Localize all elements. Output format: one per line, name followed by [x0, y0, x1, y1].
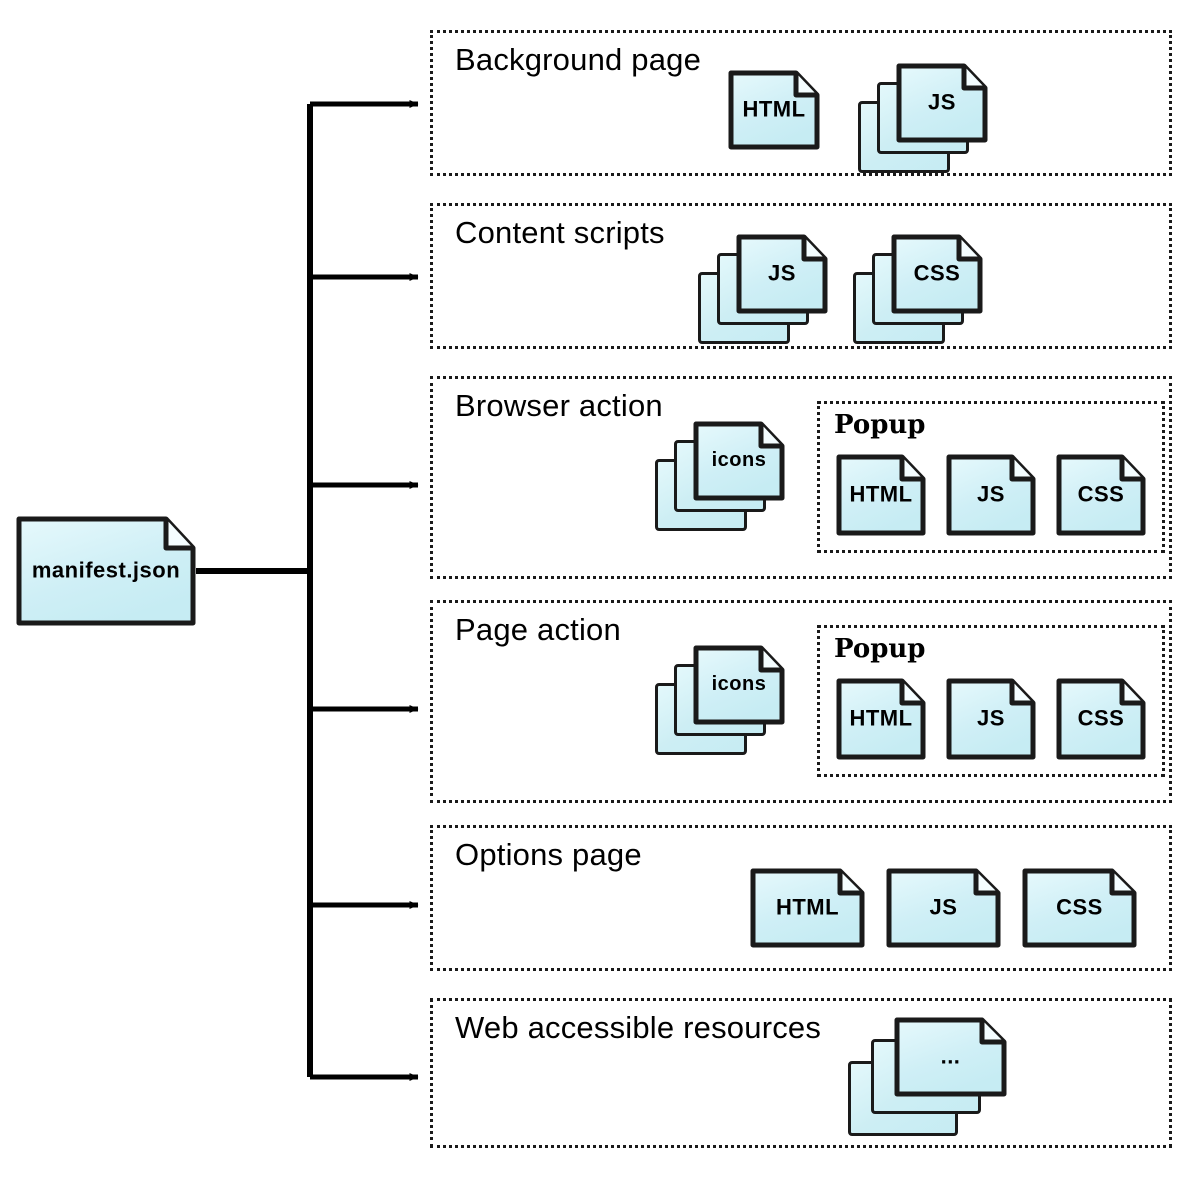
doc-css[interactable]: CSS [1056, 678, 1146, 760]
file-document-icon [894, 1017, 1007, 1097]
panel-web-accessible-resources[interactable]: Web accessible resources ... [430, 998, 1172, 1148]
doc-html[interactable]: HTML [836, 678, 926, 760]
doc-js[interactable]: JS [946, 678, 1036, 760]
doc-stack-icons[interactable]: icons [655, 645, 785, 755]
panel-title-web-accessible-resources: Web accessible resources [455, 1010, 822, 1045]
manifest-json-node[interactable]: manifest.json [16, 516, 196, 626]
group-title-popup: Popup [834, 410, 926, 440]
doc-stack-icons[interactable]: icons [655, 421, 785, 531]
doc-icons[interactable]: icons [693, 645, 785, 725]
file-document-icon [836, 678, 926, 760]
doc-icons[interactable]: icons [693, 421, 785, 501]
panel-title-options-page: Options page [455, 837, 642, 872]
file-document-icon [693, 645, 785, 725]
file-document-icon [1022, 868, 1137, 948]
file-document-icon [886, 868, 1001, 948]
file-document-icon [946, 678, 1036, 760]
group-popup-browser-action[interactable]: Popup HTML [817, 401, 1165, 553]
group-title-popup: Popup [834, 634, 926, 664]
doc-js[interactable]: JS [736, 234, 828, 314]
doc-css[interactable]: CSS [891, 234, 983, 314]
panel-background-page[interactable]: Background page HTML [430, 30, 1172, 176]
panel-page-action[interactable]: Page action icons [430, 600, 1172, 803]
file-document-icon [836, 454, 926, 536]
doc-css[interactable]: CSS [1056, 454, 1146, 536]
file-document-icon [1056, 454, 1146, 536]
panel-title-background-page: Background page [455, 42, 702, 77]
file-document-icon [736, 234, 828, 314]
doc-stack-resources[interactable]: ... [848, 1017, 1008, 1137]
file-document-icon [750, 868, 865, 948]
doc-stack-js[interactable]: JS [858, 63, 988, 173]
panel-browser-action[interactable]: Browser action icons [430, 376, 1172, 579]
doc-stack-css[interactable]: CSS [853, 234, 983, 344]
doc-html[interactable]: HTML [728, 70, 820, 150]
panel-options-page[interactable]: Options page HTML [430, 825, 1172, 971]
doc-js[interactable]: JS [896, 63, 988, 143]
file-document-icon [693, 421, 785, 501]
doc-js[interactable]: JS [946, 454, 1036, 536]
file-document-icon [16, 516, 196, 626]
doc-html[interactable]: HTML [836, 454, 926, 536]
file-document-icon [891, 234, 983, 314]
panel-content-scripts[interactable]: Content scripts JS [430, 203, 1172, 349]
group-popup-page-action[interactable]: Popup HTML [817, 625, 1165, 777]
file-document-icon [1056, 678, 1146, 760]
file-document-icon [896, 63, 988, 143]
panel-title-content-scripts: Content scripts [455, 215, 665, 250]
file-document-icon [728, 70, 820, 150]
file-document-icon [946, 454, 1036, 536]
panel-title-page-action: Page action [455, 612, 621, 647]
doc-html[interactable]: HTML [750, 868, 865, 948]
doc-css[interactable]: CSS [1022, 868, 1137, 948]
doc-js[interactable]: JS [886, 868, 1001, 948]
panel-title-browser-action: Browser action [455, 388, 663, 423]
doc-ellipsis[interactable]: ... [894, 1017, 1007, 1097]
doc-stack-js[interactable]: JS [698, 234, 828, 344]
